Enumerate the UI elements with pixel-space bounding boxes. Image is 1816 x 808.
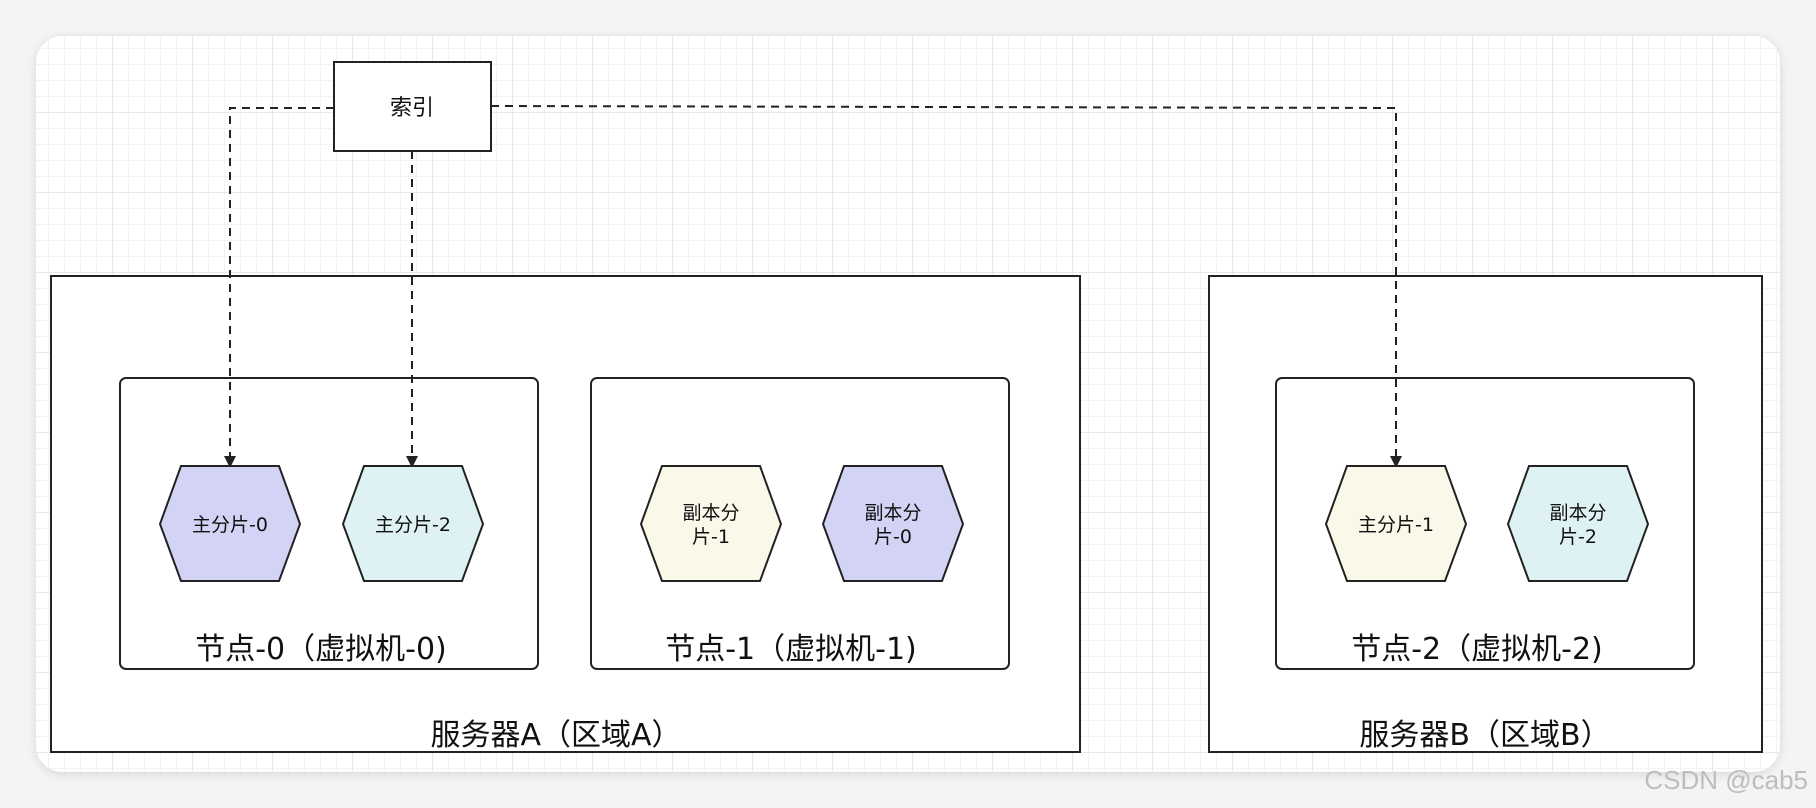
shard-label-line: 副本分 xyxy=(864,502,921,524)
shard-hexagon xyxy=(341,465,485,582)
shard-replica-1: 副本分片-1 xyxy=(639,465,783,582)
edge-index-to-primary-0 xyxy=(224,107,334,468)
shard-label: 副本分片-0 xyxy=(864,502,921,548)
shard-label-line: 片-1 xyxy=(692,526,730,548)
shard-label: 主分片-1 xyxy=(1358,514,1434,536)
index-box xyxy=(333,61,492,152)
shard-hexagon xyxy=(639,465,783,582)
node-0-box xyxy=(119,377,539,670)
node-2-box xyxy=(1275,377,1695,670)
shard-hexagon xyxy=(158,465,302,582)
server-a-label: 服务器A（区域A） xyxy=(430,718,681,753)
edge-index-to-primary-1 xyxy=(490,105,1402,468)
shard-replica-0: 副本分片-0 xyxy=(821,465,965,582)
shard-label-line: 副本分 xyxy=(682,502,739,524)
node-1-label: 节点-1（虚拟机-1) xyxy=(665,632,917,667)
shard-primary-0: 主分片-0 xyxy=(158,465,302,582)
node-2-label: 节点-2（虚拟机-2) xyxy=(1351,632,1603,667)
node-0-label: 节点-0（虚拟机-0) xyxy=(195,632,447,667)
server-b-label: 服务器B（区域B） xyxy=(1359,718,1610,753)
shard-hexagon xyxy=(821,465,965,582)
shard-label-line: 主分片-0 xyxy=(192,514,268,536)
shard-label: 副本分片-1 xyxy=(682,502,739,548)
shard-label: 副本分片-2 xyxy=(1549,502,1606,548)
shard-label: 主分片-0 xyxy=(192,514,268,536)
shard-label-line: 片-2 xyxy=(1559,526,1597,548)
shard-primary-1: 主分片-1 xyxy=(1324,465,1468,582)
shard-label-line: 主分片-2 xyxy=(375,514,451,536)
shard-hexagon xyxy=(1506,465,1650,582)
shard-replica-2: 副本分片-2 xyxy=(1506,465,1650,582)
shard-label-line: 副本分 xyxy=(1549,502,1606,524)
node-1-box xyxy=(590,377,1010,670)
shard-label: 主分片-2 xyxy=(375,514,451,536)
shard-hexagon xyxy=(1324,465,1468,582)
watermark-text: CSDN @cab5 xyxy=(1644,765,1808,795)
shard-label-line: 主分片-1 xyxy=(1358,514,1434,536)
shard-label-line: 片-0 xyxy=(874,526,912,548)
shard-primary-2: 主分片-2 xyxy=(341,465,485,582)
index-label: 索引 xyxy=(390,96,434,121)
